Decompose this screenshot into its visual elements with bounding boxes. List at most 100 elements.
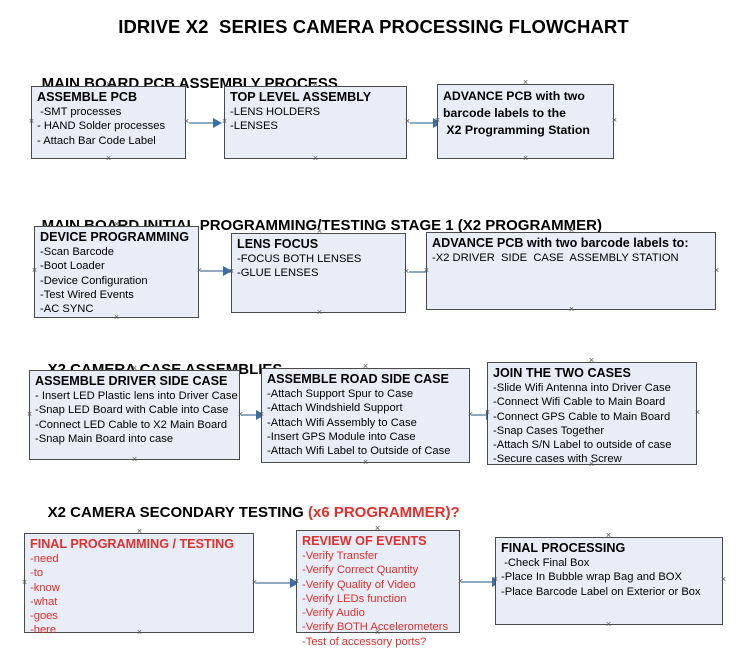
node-line: -LENS HOLDERS xyxy=(230,106,321,118)
resize-handle[interactable] xyxy=(26,412,33,419)
resize-handle[interactable] xyxy=(258,412,265,419)
node-line: - Insert LED Plastic lens into Driver Ca… xyxy=(35,390,238,402)
resize-handle[interactable] xyxy=(588,358,595,365)
resize-handle[interactable] xyxy=(31,268,38,275)
resize-handle[interactable] xyxy=(196,268,203,275)
resize-handle[interactable] xyxy=(568,307,575,314)
section-heading-4-text: X2 CAMERA SECONDARY TESTING xyxy=(47,504,308,521)
resize-handle[interactable] xyxy=(605,533,612,540)
resize-handle[interactable] xyxy=(434,118,441,125)
node-review-of-events[interactable]: REVIEW OF EVENTS -Verify Transfer -Verif… xyxy=(296,530,460,648)
node-title: DEVICE PROGRAMMING xyxy=(40,230,190,244)
node-line: -Connect LED Cable to X2 Main Board xyxy=(35,418,228,431)
node-advance-pcb-station[interactable]: ADVANCE PCB with two barcode labels to t… xyxy=(437,84,614,159)
node-line: -Snap Main Board into case xyxy=(35,432,174,445)
node-line: -Test of accessory ports? xyxy=(302,635,427,648)
node-line: -Verify Correct Quantity xyxy=(302,564,419,577)
node-title: JOIN THE TWO CASES xyxy=(493,366,631,380)
resize-handle[interactable] xyxy=(237,412,244,419)
resize-handle[interactable] xyxy=(605,622,612,629)
resize-handle[interactable] xyxy=(312,82,319,89)
node-line: -Slide Wifi Antenna into Driver Case xyxy=(493,382,671,394)
resize-handle[interactable] xyxy=(131,366,138,373)
resize-handle[interactable] xyxy=(403,269,410,276)
resize-handle[interactable] xyxy=(316,310,323,317)
node-final-processing[interactable]: FINAL PROCESSING -Check Final Box -Place… xyxy=(495,537,723,625)
node-device-programming[interactable]: DEVICE PROGRAMMING -Scan Barcode -Boot L… xyxy=(34,226,199,318)
section-heading-4: X2 CAMERA SECONDARY TESTING (x6 PROGRAMM… xyxy=(31,487,460,538)
connector-arrow xyxy=(189,118,222,128)
resize-handle[interactable] xyxy=(136,529,143,536)
resize-handle[interactable] xyxy=(713,268,720,275)
resize-handle[interactable] xyxy=(251,580,258,587)
resize-handle[interactable] xyxy=(113,222,120,229)
node-line: -Device Configuration xyxy=(40,274,148,287)
resize-handle[interactable] xyxy=(694,410,701,417)
node-line: -Boot Loader xyxy=(40,260,105,273)
node-advance-pcb-driver-side[interactable]: ADVANCE PCB with two barcode labels to: … xyxy=(426,232,716,310)
resize-handle[interactable] xyxy=(21,580,28,587)
node-assemble-driver-side-case[interactable]: ASSEMBLE DRIVER SIDE CASE - Insert LED P… xyxy=(29,370,240,460)
node-join-the-two-cases[interactable]: JOIN THE TWO CASES -Slide Wifi Antenna i… xyxy=(487,362,697,465)
resize-handle[interactable] xyxy=(522,156,529,163)
resize-handle[interactable] xyxy=(492,577,499,584)
node-title: ASSEMBLE DRIVER SIDE CASE xyxy=(35,374,228,388)
resize-handle[interactable] xyxy=(183,119,190,126)
node-title: FINAL PROCESSING xyxy=(501,541,626,555)
resize-handle[interactable] xyxy=(568,228,575,235)
node-assemble-pcb[interactable]: ASSEMBLE PCB -SMT processes - HAND Solde… xyxy=(31,86,186,159)
resize-handle[interactable] xyxy=(228,269,235,276)
resize-handle[interactable] xyxy=(131,457,138,464)
node-line: barcode labels to the xyxy=(443,106,566,120)
node-line: -Connect Wifi Cable to Main Board xyxy=(493,396,666,409)
resize-handle[interactable] xyxy=(221,119,228,126)
resize-handle[interactable] xyxy=(362,460,369,467)
resize-handle[interactable] xyxy=(404,119,411,126)
node-title: LENS FOCUS xyxy=(237,237,319,251)
resize-handle[interactable] xyxy=(720,577,727,584)
resize-handle[interactable] xyxy=(105,82,112,89)
node-line: -Snap Cases Together xyxy=(493,424,605,437)
node-title: ADVANCE PCB with two barcode labels to: xyxy=(432,236,689,250)
resize-handle[interactable] xyxy=(374,630,381,637)
resize-handle[interactable] xyxy=(457,579,464,586)
resize-handle[interactable] xyxy=(484,410,491,417)
resize-handle[interactable] xyxy=(28,119,35,126)
resize-handle[interactable] xyxy=(316,229,323,236)
resize-handle[interactable] xyxy=(312,156,319,163)
arrow-shaft xyxy=(256,582,291,584)
resize-handle[interactable] xyxy=(113,315,120,322)
node-line: -to xyxy=(30,567,44,580)
node-line: -Connect GPS Cable to Main Board xyxy=(493,410,671,423)
arrow-shaft xyxy=(189,122,214,124)
arrow-shaft xyxy=(200,270,224,272)
node-line: -Attach Wifi Assembly to Case xyxy=(267,416,417,429)
node-top-level-assembly[interactable]: TOP LEVEL ASSEMBLY -LENS HOLDERS -LENSES xyxy=(224,86,407,159)
node-assemble-road-side-case[interactable]: ASSEMBLE ROAD SIDE CASE -Attach Support … xyxy=(261,368,470,463)
node-line: -LENSES xyxy=(230,120,278,133)
resize-handle[interactable] xyxy=(467,412,474,419)
node-line: -Place Barcode Label on Exterior or Box xyxy=(501,585,701,598)
page-title: IDRIVE X2 SERIES CAMERA PROCESSING FLOWC… xyxy=(118,16,629,37)
node-line: -Scan Barcode xyxy=(40,246,115,258)
node-final-programming-testing[interactable]: FINAL PROGRAMMING / TESTING -need -to -k… xyxy=(24,533,254,636)
node-line: -Place In Bubble wrap Bag and BOX xyxy=(501,571,682,584)
node-lens-focus[interactable]: LENS FOCUS -FOCUS BOTH LENSES -GLUE LENS… xyxy=(231,233,406,313)
resize-handle[interactable] xyxy=(362,364,369,371)
resize-handle[interactable] xyxy=(105,156,112,163)
resize-handle[interactable] xyxy=(136,630,143,637)
resize-handle[interactable] xyxy=(293,579,300,586)
node-line: -Verify LEDs function xyxy=(302,592,407,605)
node-line: -need xyxy=(30,553,59,565)
resize-handle[interactable] xyxy=(423,268,430,275)
node-line: -Check Final Box xyxy=(501,557,590,569)
resize-handle[interactable] xyxy=(522,80,529,87)
resize-handle[interactable] xyxy=(588,462,595,469)
node-line: -Verify BOTH Accelerometers xyxy=(302,621,449,634)
node-title: TOP LEVEL ASSEMBLY xyxy=(230,90,372,104)
node-line: -goes xyxy=(30,610,58,623)
resize-handle[interactable] xyxy=(611,118,618,125)
node-line: - Attach Bar Code Label xyxy=(37,134,156,147)
resize-handle[interactable] xyxy=(374,526,381,533)
